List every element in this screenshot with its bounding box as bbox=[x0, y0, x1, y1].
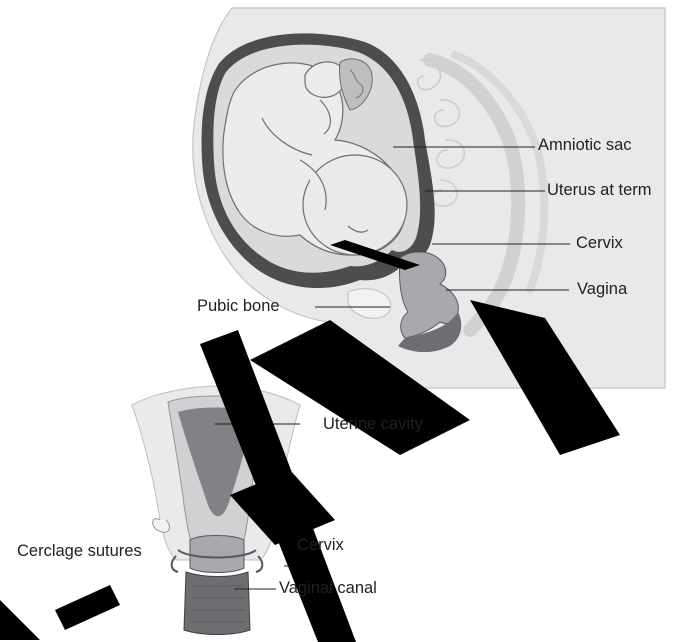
left-ligament bbox=[153, 519, 170, 533]
uterus-at-term-label: Uterus at term bbox=[547, 182, 652, 199]
cerclage-sutures-label: Cerclage sutures bbox=[17, 543, 142, 560]
vagina-label: Vagina bbox=[577, 281, 627, 298]
watermark-stroke-2 bbox=[55, 585, 120, 630]
fetus-head bbox=[303, 155, 407, 255]
cervix-label: Cervix bbox=[576, 235, 623, 252]
cervix-body bbox=[190, 536, 244, 573]
pubic-bone-label: Pubic bone bbox=[197, 298, 280, 315]
vaginal-canal-shape bbox=[184, 572, 250, 635]
amniotic-sac-label: Amniotic sac bbox=[538, 137, 632, 154]
vaginal-canal-label: Vaginal canal bbox=[279, 580, 377, 597]
cervix-bottom-label: Cervix bbox=[297, 537, 344, 554]
uterine-cavity-label: Uterine cavity bbox=[323, 416, 423, 433]
